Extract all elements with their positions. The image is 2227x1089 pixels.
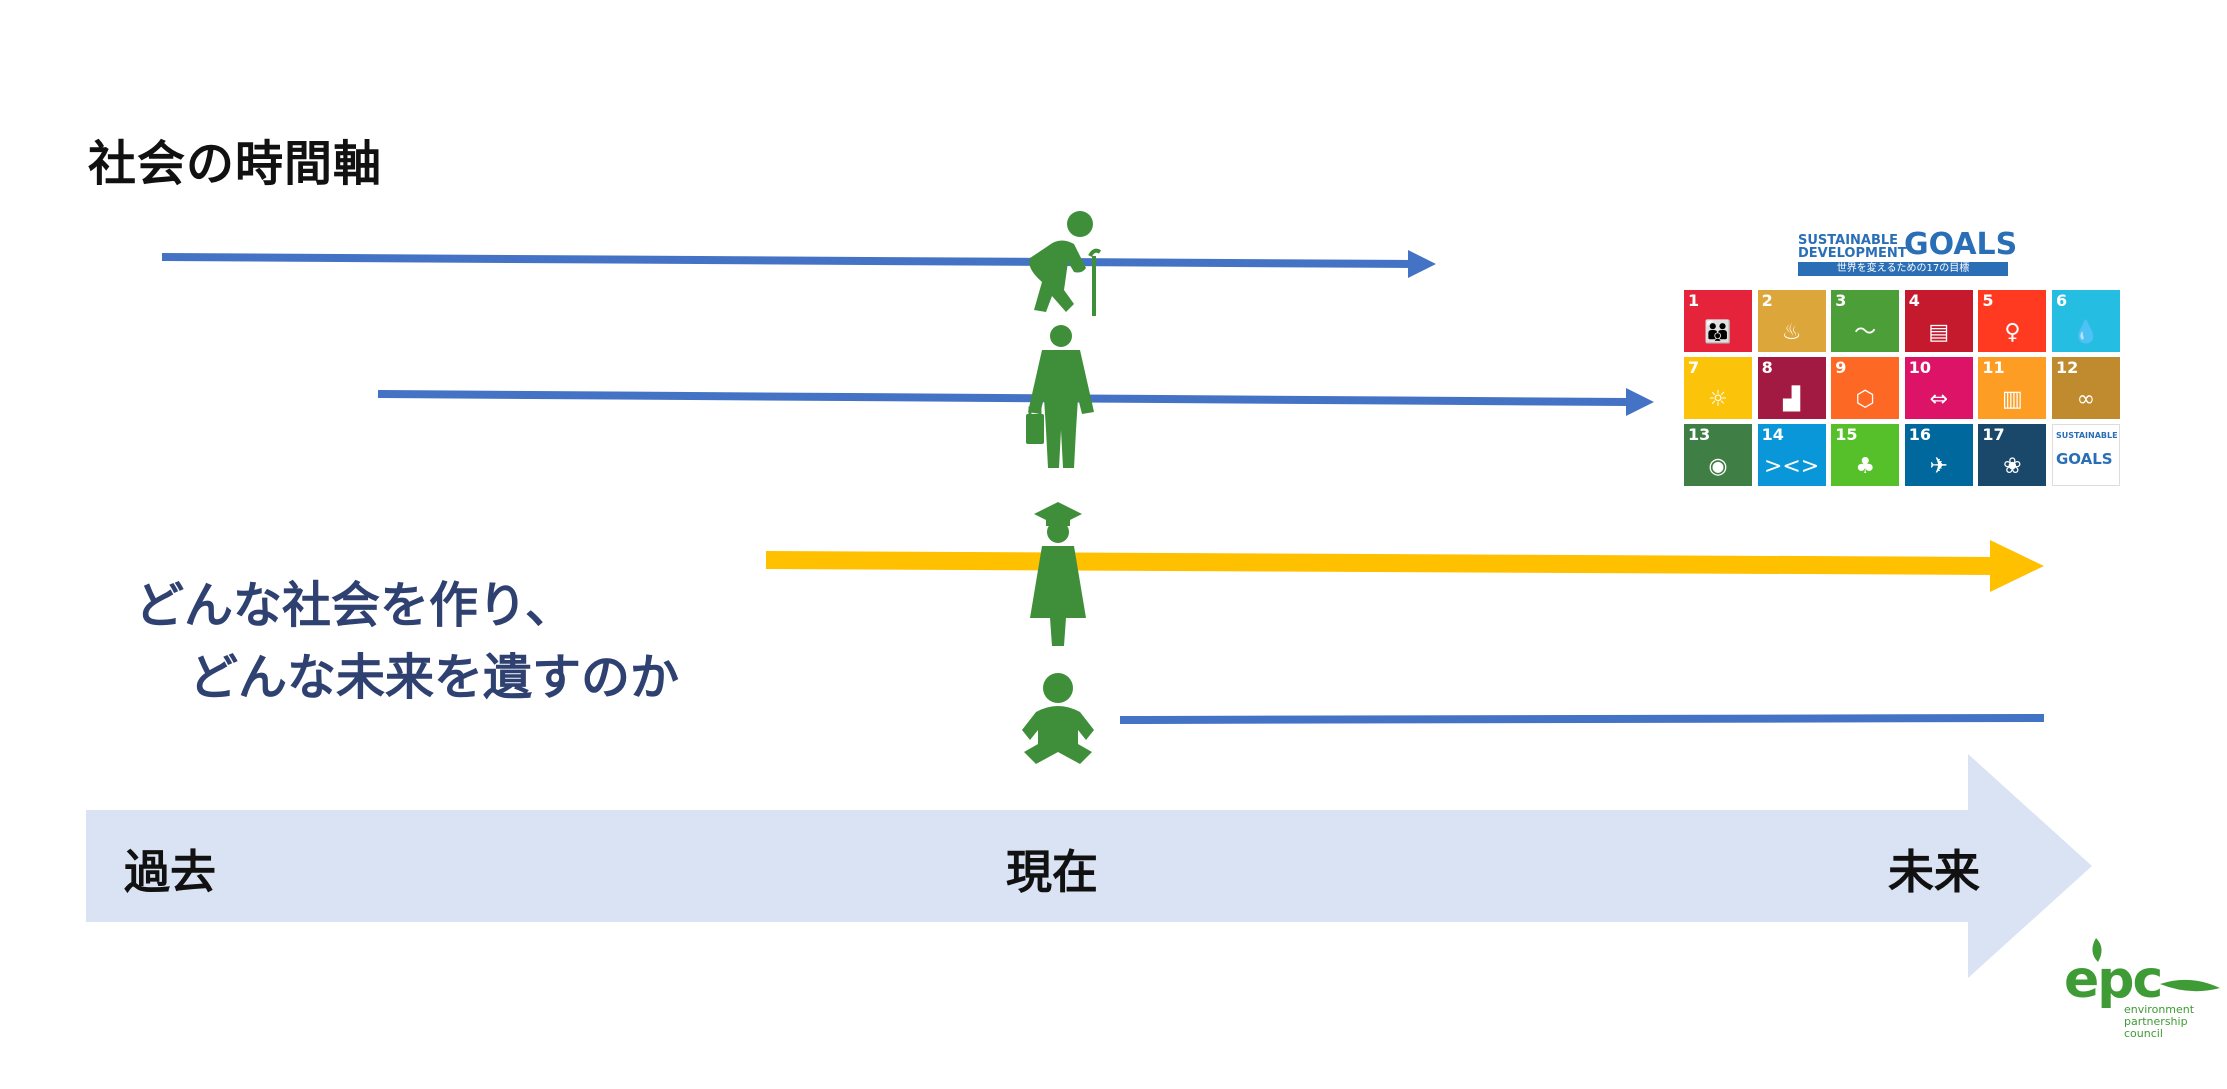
graduate-icon (1030, 502, 1086, 646)
sdg-goal-number: 3 (1835, 291, 1847, 310)
sdg-panel: SUSTAINABLE DEVELOPMENT GOALS 世界を変えるための1… (1684, 226, 2120, 488)
epc-wordmark: epc (2064, 950, 2163, 1010)
bowl-icon: ♨ (1781, 320, 1802, 345)
epc-line-1: environment (2124, 1003, 2195, 1016)
sdg-goal-number: 17 (1982, 425, 2005, 444)
sdg-brand-line-1: SUSTAINABLE (1798, 233, 1899, 248)
sdg-goal-12: 12 ∞ (2051, 357, 2120, 419)
sun-icon: ☼ (1708, 387, 1728, 412)
sdg-goal-6: 6💧 (2051, 290, 2120, 352)
sdg-goal-2: 2♨ (1757, 290, 1826, 352)
infinity-icon: ∞ (2076, 387, 2096, 412)
sdg-goal-15: 15 ♣ (1831, 424, 1900, 486)
sdg-goal-number: 6 (2055, 291, 2068, 310)
sdg-goal-5: 5♀ (1978, 290, 2047, 352)
sdg-goal-11: 11 ▥ (1978, 357, 2047, 419)
question-text: どんな社会を作り、 どんな未来を遺すのか (135, 570, 679, 714)
timeline-band (86, 754, 2092, 978)
sdg-logo-tile: SUSTAINABLE DEVELOPMENT GOALS (2051, 424, 2120, 486)
question-line-1: どんな社会を作り、 (135, 577, 575, 634)
question-line-2: どんな未来を遺すのか (189, 649, 680, 706)
sdg-goal-17: 17 ❀ (1978, 424, 2047, 486)
sdg-goal-14: 14 ><> (1757, 424, 1826, 486)
dove-icon: ✈ (1929, 454, 1948, 479)
sdg-goal-8: 8▟ (1757, 357, 1826, 419)
sdg-goal-number: 12 (2055, 358, 2079, 377)
sdg-goal-number: 14 (1761, 425, 1784, 444)
sdg-goal-number: 7 (1688, 358, 1700, 377)
sdg-goal-1: 1👪 (1684, 290, 1752, 352)
leaf-icon (2092, 938, 2220, 992)
timeline-label-future: 未来 (1888, 845, 1980, 899)
rings-icon: ❀ (2003, 454, 2022, 479)
sdg-goal-4: 4▤ (1904, 290, 1973, 352)
epc-logo: epc environment partnership council (2060, 936, 2220, 1046)
sdg-brand-text: SUSTAINABLE DEVELOPMENT (1798, 234, 1907, 260)
sdg-brand-line-2: DEVELOPMENT (1798, 246, 1907, 261)
heartbeat-icon: 〜 (1854, 320, 1877, 345)
sdg-logo-tile-line-2: GOALS (2055, 450, 2113, 468)
epc-line-2: partnership (2124, 1015, 2188, 1028)
sdg-goal-13: 13 ◉ (1684, 424, 1752, 486)
line-baby-generation (1119, 714, 2045, 724)
sdg-header: SUSTAINABLE DEVELOPMENT GOALS 世界を変えるための1… (1798, 226, 2018, 278)
elderly-person-icon (1029, 211, 1102, 316)
sdg-goal-16: 16 ✈ (1904, 424, 1973, 486)
gender-icon: ♀ (2004, 320, 2021, 345)
water-drop-icon: 💧 (2072, 320, 2100, 345)
sdg-goal-number: 11 (1982, 358, 2005, 377)
baby-icon (1022, 673, 1094, 764)
sdg-goal-number: 16 (1908, 425, 1932, 444)
arrow-youth-generation (765, 540, 2044, 592)
tree-icon: ♣ (1855, 454, 1876, 479)
sdg-goal-number: 8 (1761, 358, 1773, 377)
sdg-goal-3: 3〜 (1831, 290, 1900, 352)
businessperson-icon (1026, 325, 1094, 468)
sdg-goal-9: 9⬡ (1831, 357, 1900, 419)
sdg-goal-10: 10 ⇔ (1904, 357, 1973, 419)
growth-chart-icon: ▟ (1783, 387, 1801, 412)
fish-icon: ><> (1763, 454, 1820, 479)
eye-globe-icon: ◉ (1708, 454, 1728, 479)
arrow-elderly-generation (161, 250, 1436, 278)
book-icon: ▤ (1928, 320, 1950, 345)
sdg-goal-number: 9 (1835, 358, 1847, 377)
equality-icon: ⇔ (1929, 387, 1948, 412)
sdg-goal-number: 13 (1688, 425, 1711, 444)
timeline-label-present: 現在 (1006, 845, 1098, 899)
sdg-goal-number: 15 (1835, 425, 1858, 444)
sdg-goal-number: 4 (1908, 291, 1920, 310)
sdg-goal-number: 2 (1761, 291, 1773, 310)
sdg-brand-goals: GOALS (1904, 227, 2018, 262)
sdg-logo-tile-line-1: SUSTAINABLE DEVELOPMENT (2055, 431, 2119, 440)
sdg-goal-number: 5 (1982, 291, 1994, 310)
page-title: 社会の時間軸 (88, 136, 383, 192)
sdg-goal-7: 7☼ (1684, 357, 1752, 419)
timeline-label-past: 過去 (124, 845, 216, 899)
arrow-adult-generation (377, 388, 1654, 416)
sdg-subtitle: 世界を変えるための17の目標 (1798, 262, 2008, 276)
sdg-goal-number: 1 (1688, 291, 1700, 310)
epc-line-3: council (2124, 1027, 2163, 1040)
sdg-goal-grid: 1👪2♨3〜4▤5♀6💧7☼8▟9⬡10⇔11▥12∞13◉14><>15♣16… (1684, 290, 2120, 488)
cubes-icon: ⬡ (1855, 387, 1875, 412)
people-icon: 👪 (1704, 320, 1732, 345)
buildings-icon: ▥ (2001, 387, 2023, 412)
epc-full-name: environment partnership council (2124, 1004, 2194, 1040)
sdg-goal-number: 10 (1908, 358, 1932, 377)
